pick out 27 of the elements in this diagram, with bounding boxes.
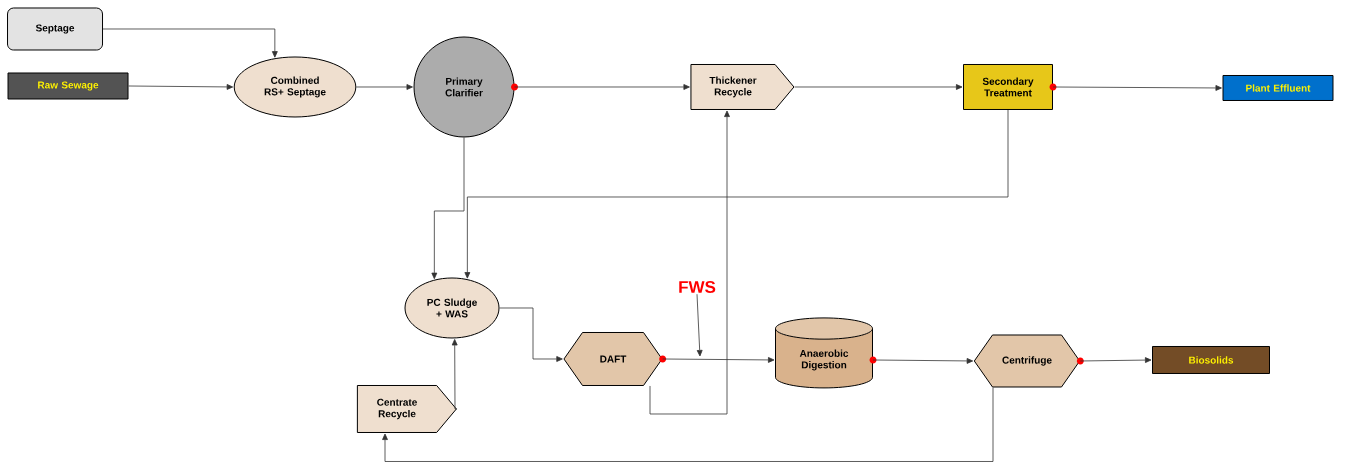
recycle-pentagon: Thickener Recycle	[690, 64, 795, 110]
outlet-box: Biosolids	[1152, 346, 1270, 374]
process-hexagon: DAFT	[563, 332, 667, 386]
arrow	[382, 387, 994, 462]
arrow	[514, 84, 690, 90]
source-box: Raw Sewage	[7, 72, 129, 100]
arrow	[499, 307, 563, 362]
treatment-box: Secondary Treatment	[963, 64, 1057, 110]
arrow	[451, 339, 458, 410]
arrow	[1052, 85, 1222, 91]
outlet-box: Plant Effluent	[1222, 75, 1334, 101]
arrow	[102, 28, 278, 58]
arrow	[355, 84, 413, 90]
arrow	[649, 110, 730, 415]
arrow	[794, 84, 963, 90]
stream-label: FWS	[679, 280, 716, 293]
arrow	[1079, 357, 1152, 363]
source-box: Septage	[7, 7, 103, 51]
arrow	[662, 357, 775, 363]
recycle-pentagon: Centrate Recycle	[356, 385, 457, 433]
arrow	[464, 109, 1009, 279]
process-hexagon: Centrifuge	[973, 334, 1084, 388]
arrow	[128, 84, 234, 90]
digester-cylinder: Anaerobic Digestion	[775, 317, 877, 389]
arrow	[431, 137, 465, 280]
arrow	[872, 358, 974, 364]
arrow	[696, 293, 703, 357]
